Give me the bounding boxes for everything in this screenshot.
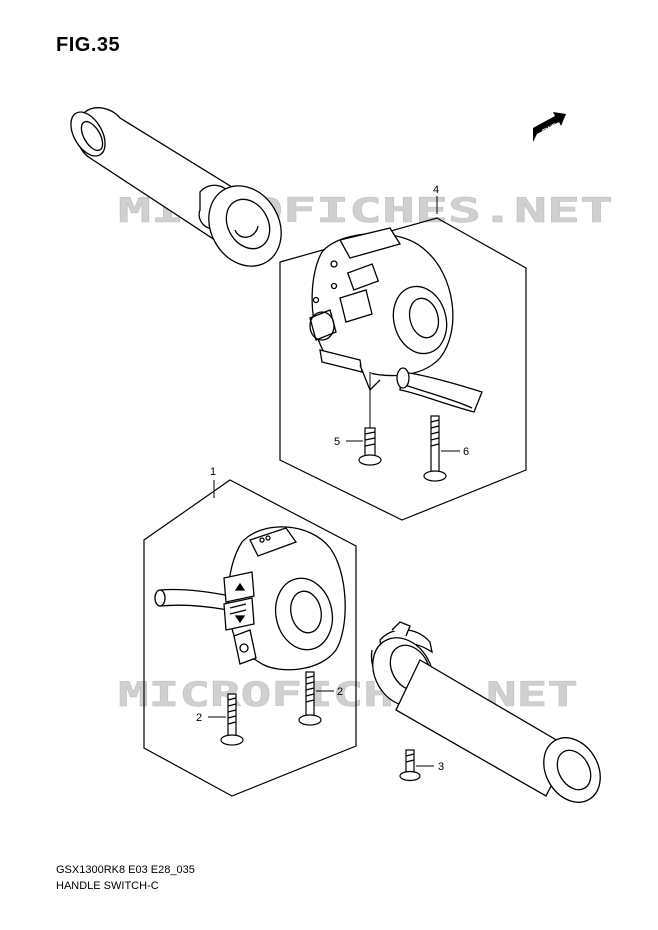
screw-2b bbox=[298, 671, 322, 726]
callout-3: 3 bbox=[438, 761, 444, 773]
callout-1: 1 bbox=[210, 466, 216, 478]
figure-title: FIG.35 bbox=[56, 34, 121, 56]
left-handlebar-grip bbox=[70, 107, 282, 267]
callout-2a: 2 bbox=[196, 712, 202, 724]
callout-6: 6 bbox=[463, 446, 469, 458]
model-code: GSX1300RK8 E03 E28_035 bbox=[56, 864, 195, 876]
right-handlebar-grip bbox=[370, 621, 601, 803]
lower-assembly-outline bbox=[143, 479, 357, 797]
callout-2b: 2 bbox=[337, 686, 343, 698]
right-handle-switch bbox=[309, 227, 483, 413]
screw-3 bbox=[399, 749, 421, 782]
fwd-arrow-icon: FWD bbox=[533, 112, 566, 142]
upper-assembly-outline bbox=[279, 217, 527, 521]
callout-4: 4 bbox=[433, 184, 439, 196]
screw-6 bbox=[423, 415, 447, 482]
section-name: HANDLE SWITCH-C bbox=[56, 880, 159, 892]
callout-5: 5 bbox=[334, 436, 340, 448]
left-handle-switch bbox=[154, 526, 346, 671]
screw-2a bbox=[220, 693, 244, 746]
watermark-lower: MICROFICHES.NET bbox=[118, 675, 578, 715]
screw-5 bbox=[358, 372, 382, 466]
